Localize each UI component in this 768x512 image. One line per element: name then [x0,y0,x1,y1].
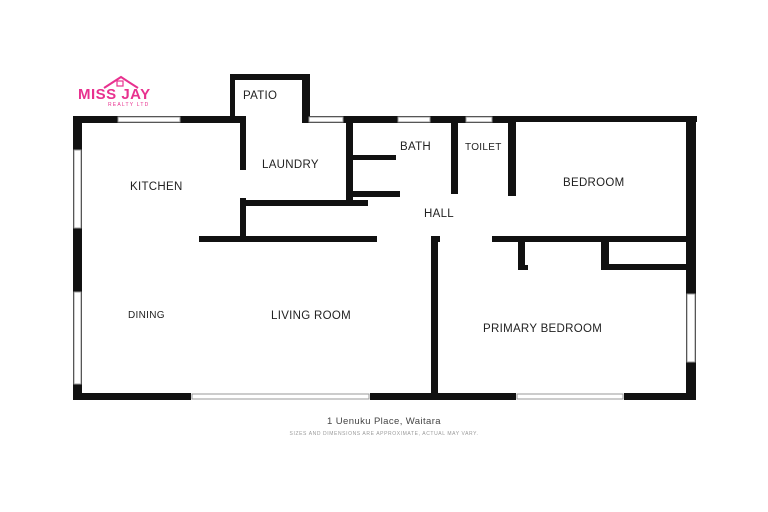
patio-wall-left [230,74,235,118]
house-logo-icon [103,75,139,89]
patio-wall-right [302,74,310,122]
outer-wall-right [686,116,696,400]
outer-wall-bottom-right [624,393,696,400]
bath-stub-lower [346,191,400,197]
bedroom-wall-left [508,116,516,196]
wardrobe-wall-left [518,236,525,270]
walls [73,74,697,400]
room-label-bath: BATH [400,141,431,153]
outer-wall-top-right [508,116,697,122]
bath-stub-upper [346,155,396,160]
window-kitchen-top [117,116,181,123]
window-living-bottom [191,393,370,400]
room-label-laundry: LAUNDRY [262,159,319,171]
outer-wall-bottom-left [73,393,191,400]
wardrobe-wall-mid [601,236,609,270]
window-dining-left [73,291,82,385]
room-label-hall: HALL [424,208,454,220]
window-kitchen-left [73,149,82,229]
logo-subtitle: REALTY LTD [108,102,150,108]
room-label-bedroom: BEDROOM [563,177,625,189]
room-label-toilet: TOILET [465,142,502,153]
living-wall-top [199,236,377,242]
outer-wall-bottom-mid [370,393,516,400]
patio-wall-top [230,74,310,80]
logo-brand: MISS JAY [78,86,151,103]
wardrobe-wall-bottom-left [518,265,528,270]
outer-wall-left [73,116,82,400]
room-label-primary-bedroom: PRIMARY BEDROOM [483,323,602,335]
window-bath-top [397,116,431,123]
primary-bedroom-wall-top-right [492,236,686,242]
room-label-living-room: LIVING ROOM [271,310,351,322]
laundry-wall-bottom [240,200,368,206]
windows [73,116,696,400]
wardrobe-wall-bottom-right [601,264,686,270]
room-label-patio: PATIO [243,90,277,102]
window-primary-right [686,293,696,363]
laundry-wall-left-upper [240,116,246,170]
room-label-kitchen: KITCHEN [130,181,183,193]
primary-bedroom-wall-top-left [431,236,440,242]
laundry-wall-left-lower [240,198,246,240]
toilet-wall-left [451,116,458,194]
room-label-dining: DINING [128,310,165,321]
window-primary-bottom [516,393,624,400]
primary-bedroom-wall-left [431,236,438,393]
property-address: 1 Uenuku Place, Waitara [327,416,441,427]
window-laundry-top [308,116,344,123]
size-disclaimer: SIZES AND DIMENSIONS ARE APPROXIMATE, AC… [289,431,479,437]
window-toilet-top [465,116,493,123]
